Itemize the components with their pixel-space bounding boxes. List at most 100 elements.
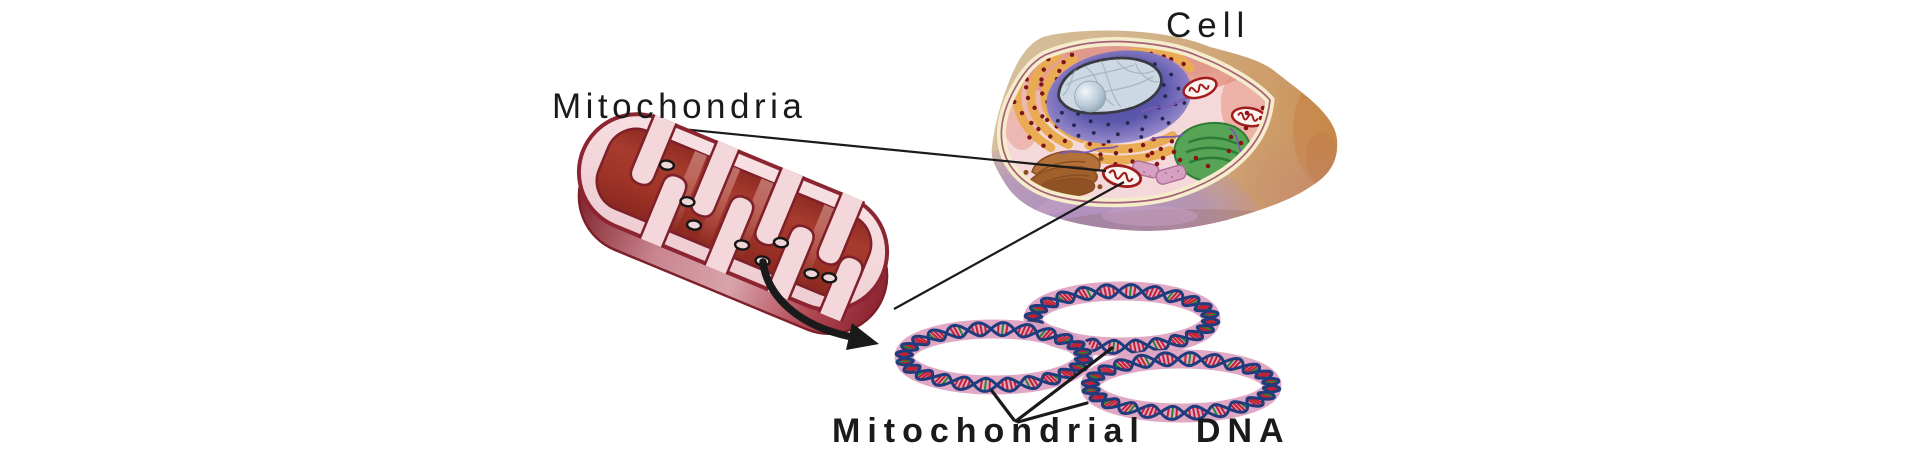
dna-strand xyxy=(1080,351,1282,421)
mtdna-nucleoid xyxy=(685,219,703,231)
ribosome-dot xyxy=(1154,161,1160,167)
nuclear-pore-dot xyxy=(1166,121,1171,125)
ribosome-dot xyxy=(1145,153,1150,158)
ribosome-dot xyxy=(1140,142,1146,148)
ribosome-dot xyxy=(1113,151,1119,156)
ribosome-dot xyxy=(1023,85,1029,90)
chromatin-strand xyxy=(1100,60,1122,108)
ribosome-dot xyxy=(1193,155,1199,161)
dna-strand xyxy=(1081,351,1281,421)
cell-blotch xyxy=(1306,132,1338,184)
zoom-arrow xyxy=(759,258,856,341)
mtdna-nucleoid xyxy=(772,236,790,249)
ribosome-dot xyxy=(1036,126,1041,132)
dna-pointer-line xyxy=(1016,401,1089,424)
dna-base-pair xyxy=(988,379,991,391)
ribosome-dot xyxy=(1032,105,1037,111)
dna-base-pair xyxy=(1102,285,1108,298)
dna-base-pair xyxy=(1165,352,1171,366)
ribosome-dot xyxy=(1228,134,1234,140)
mitochondria-label-line xyxy=(650,124,1107,173)
er-band xyxy=(1026,51,1073,149)
cell-label: Cell xyxy=(1166,6,1250,45)
dna-base-pair xyxy=(1107,284,1112,298)
cell-membrane-line xyxy=(1000,40,1271,204)
chromatin-strand xyxy=(1134,62,1160,83)
dna-base-pair xyxy=(997,323,1000,335)
dna-base-pair xyxy=(1161,353,1167,366)
mitochondrial-dna-label-word1: Mitochondrial xyxy=(832,412,1146,450)
cell-mitochondrion xyxy=(1182,76,1218,100)
dna-base-pair xyxy=(1027,376,1036,389)
nuclear-pore-dot xyxy=(1055,118,1060,123)
chromatin xyxy=(1057,56,1163,115)
dna-base-pair xyxy=(1154,338,1164,351)
nucleolus xyxy=(1074,80,1107,113)
ribosome-dot xyxy=(1069,52,1075,57)
nuclear-pore-dot xyxy=(1088,119,1093,124)
mitochondrial-dna-label: Mitochondrial DNA xyxy=(832,412,1291,450)
dna-strand xyxy=(894,321,1094,393)
ribosome-dot xyxy=(1226,148,1232,154)
crista xyxy=(638,173,688,249)
ribosome-dot xyxy=(1128,148,1133,153)
nuclear-pore-dot xyxy=(1163,94,1168,99)
crista xyxy=(817,255,864,323)
nuclear-pore-dot xyxy=(1182,101,1187,105)
nuclear-pore-dot xyxy=(1091,130,1096,135)
ribosome-dot xyxy=(1019,110,1025,116)
dna-base-pair xyxy=(1061,291,1073,303)
ribosome-dot xyxy=(1061,60,1066,65)
ribosome-dot xyxy=(1238,140,1244,146)
dna-base-pair xyxy=(1143,404,1151,418)
dna-base-pair xyxy=(1111,340,1116,354)
dna-ring xyxy=(894,319,1094,395)
nuclear-pore-dot xyxy=(1140,127,1145,132)
ribosome-dot xyxy=(1041,143,1046,148)
dna-base-pair xyxy=(1136,340,1142,353)
ribosome-dot xyxy=(1027,135,1032,140)
dna-base-pair xyxy=(932,329,945,341)
golgi-apparatus xyxy=(1023,150,1104,198)
dna-base-pair xyxy=(1184,353,1187,365)
mitochondrial-dna-label-word2: DNA xyxy=(1196,412,1291,450)
dna-base-pair xyxy=(1099,365,1115,375)
dna-ring xyxy=(1080,349,1282,423)
cell-illustration xyxy=(991,30,1338,231)
dna-base-pair xyxy=(1132,340,1137,354)
dna-base-pair xyxy=(1166,407,1170,419)
dna-base-pair xyxy=(1116,341,1120,353)
nuclear-pore-dot xyxy=(1106,139,1111,144)
dna-pointer-line xyxy=(990,389,1016,422)
dna-base-pair xyxy=(956,376,965,390)
dna-strand xyxy=(1024,283,1220,355)
crista xyxy=(629,113,678,187)
chromatin-strand xyxy=(1116,60,1155,74)
nuclear-pore-dot xyxy=(1161,83,1166,87)
ribosome-dot xyxy=(1244,110,1250,116)
dna-base-pair xyxy=(1128,284,1133,298)
nuclear-pore-dot xyxy=(1060,110,1064,115)
dna-base-pair xyxy=(1195,406,1201,419)
crista xyxy=(816,191,866,266)
dna-base-pair xyxy=(1040,328,1052,341)
ribosome-dot xyxy=(1062,138,1068,144)
dna-base-pair xyxy=(1008,378,1014,391)
crista xyxy=(703,195,755,275)
nuclear-pore-dot xyxy=(1125,121,1130,125)
dna-base-pair xyxy=(979,379,984,391)
dna-base-pair xyxy=(974,323,980,336)
dna-base-pair xyxy=(1187,352,1192,366)
ribosome-dot xyxy=(1181,61,1186,67)
dna-base-pair xyxy=(1247,397,1263,407)
dna-base-pair xyxy=(1231,401,1243,413)
dna-strand xyxy=(895,321,1093,393)
mtdna-nucleoid xyxy=(679,196,696,208)
dna-base-pair xyxy=(1138,355,1148,368)
nuclear-pore-dot xyxy=(1139,135,1144,139)
dna-base-pair xyxy=(1023,324,1032,338)
cell-mitochondrion-highlighted xyxy=(1101,164,1143,188)
dna-strand xyxy=(1023,283,1221,355)
ribosome-dot xyxy=(1171,149,1177,155)
